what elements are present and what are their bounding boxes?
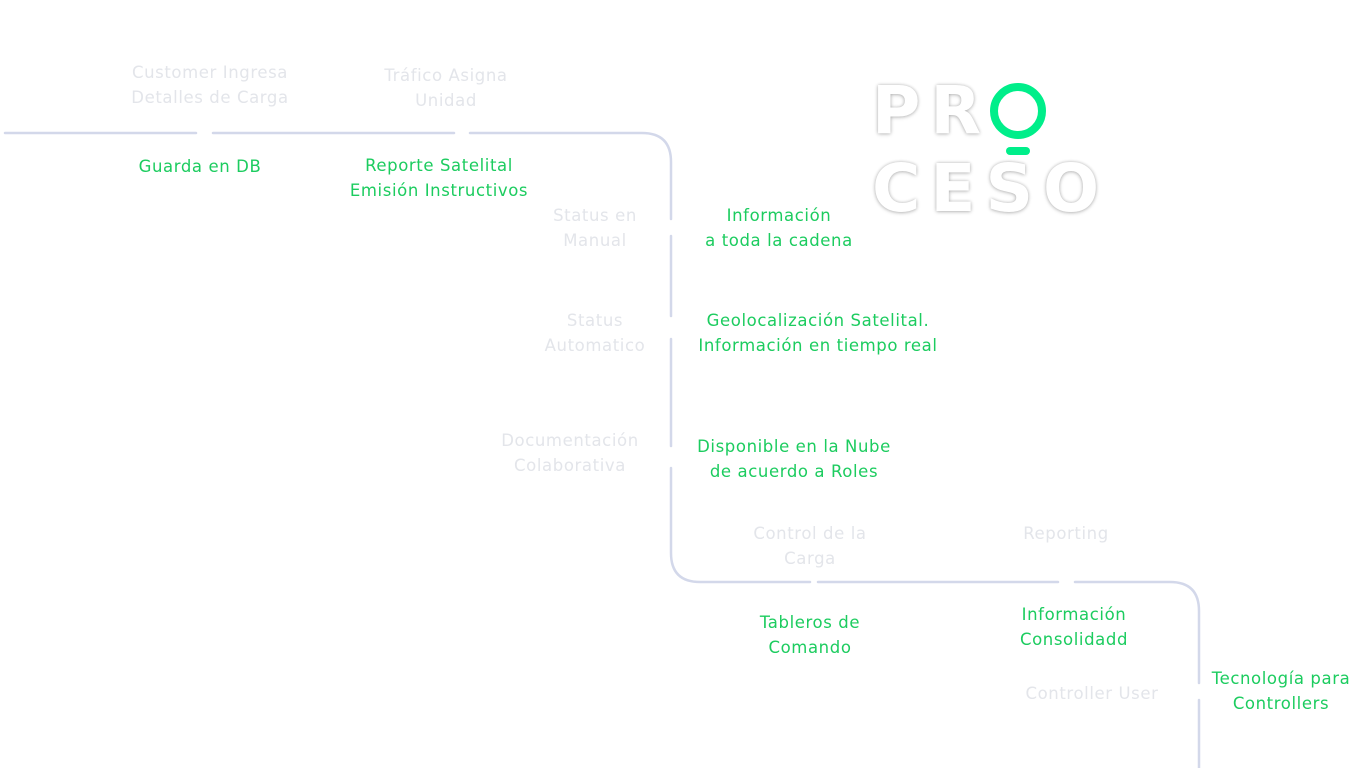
step-status-auto-line-2: Automatico	[544, 336, 646, 355]
step-trafico-line-2: Unidad	[415, 91, 477, 110]
step-customer-line-1: Customer Ingresa	[131, 63, 289, 82]
benefit-guarda-db: Guarda en DB	[120, 154, 280, 179]
step-trafico-line-1: Tráfico Asigna	[384, 66, 508, 85]
benefit-tecnologia-line-2: Controllers	[1232, 694, 1330, 713]
title-text-start: PR	[872, 72, 992, 149]
step-status-automatico: Status Automatico	[534, 308, 656, 358]
title-pin-base	[1006, 147, 1031, 155]
benefit-geolocalizacion-line-1: Geolocalización Satelital.	[706, 311, 930, 330]
benefit-informacion-cadena: Información a toda la cadena	[694, 203, 864, 253]
path-segment-top-right-curve	[468, 131, 673, 221]
step-status-manual: Status en Manual	[536, 203, 654, 253]
benefit-geolocalizacion-line-2: Información en tiempo real	[698, 336, 938, 355]
step-documentacion-line-1: Documentación	[501, 431, 639, 450]
benefit-informacion-line-1: Información	[726, 206, 832, 225]
benefit-tecnologia-line-1: Tecnología para	[1211, 669, 1351, 688]
benefit-informacion-line-2: a toda la cadena	[705, 231, 853, 250]
path-segment-bottom-right-curve	[1073, 580, 1201, 685]
benefit-guarda-line-1: Guarda en DB	[138, 157, 262, 176]
benefit-geolocalizacion: Geolocalización Satelital. Información e…	[686, 308, 950, 358]
step-documentacion-line-2: Colaborativa	[514, 456, 626, 475]
step-reporting: Reporting	[1006, 521, 1126, 546]
benefit-tableros-line-2: Comando	[768, 638, 852, 657]
benefit-tableros-comando: Tableros de Comando	[740, 610, 880, 660]
benefit-disponible-line-1: Disponible en la Nube	[697, 437, 891, 456]
step-documentacion: Documentación Colaborativa	[494, 428, 646, 478]
benefit-tableros-line-1: Tableros de	[759, 613, 861, 632]
step-control-line-2: Carga	[784, 549, 836, 568]
step-controller-user-line-1: Controller User	[1025, 684, 1159, 703]
benefit-disponible-line-2: de acuerdo a Roles	[709, 462, 879, 481]
step-trafico-asigna: Tráfico Asigna Unidad	[364, 63, 528, 113]
step-control-carga: Control de la Carga	[738, 521, 882, 571]
benefit-reporte-line-2: Emisión Instructivos	[349, 181, 529, 200]
step-reporting-line-1: Reporting	[1023, 524, 1109, 543]
benefit-consolidada-line-2: Consolidadd	[1019, 630, 1129, 649]
step-controller-user: Controller User	[1012, 681, 1172, 706]
step-status-manual-line-1: Status en	[553, 206, 637, 225]
benefit-reporte-line-1: Reporte Satelital	[365, 156, 513, 175]
benefit-reporte-satelital: Reporte Satelital Emisión Instructivos	[330, 153, 548, 203]
benefit-consolidada-line-1: Información	[1021, 605, 1127, 624]
step-status-auto-line-1: Status	[566, 311, 624, 330]
step-customer-ingresa: Customer Ingresa Detalles de Carga	[110, 60, 310, 110]
step-status-manual-line-2: Manual	[563, 231, 627, 250]
step-control-line-1: Control de la	[753, 524, 867, 543]
title-o-pin-icon	[990, 72, 1047, 155]
benefit-disponible-nube: Disponible en la Nube de acuerdo a Roles	[686, 434, 902, 484]
benefit-tecnologia-controllers: Tecnología para Controllers	[1204, 666, 1358, 716]
title-text-end: CESO	[872, 150, 1110, 227]
path-segment-vertical-4-curve	[669, 466, 812, 584]
step-customer-line-2: Detalles de Carga	[131, 88, 289, 107]
benefit-informacion-consolidada: Información Consolidadd	[1004, 602, 1144, 652]
